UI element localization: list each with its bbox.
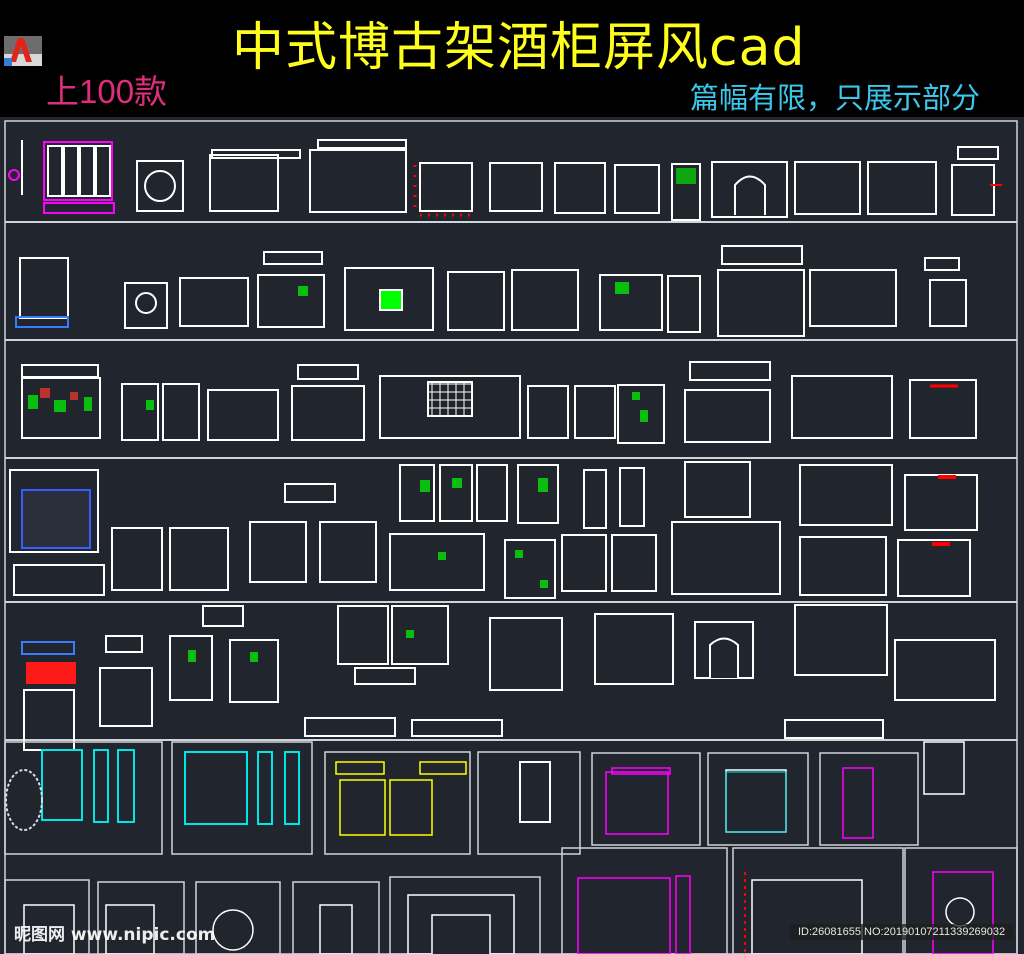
subtitle-note: 篇幅有限，只展示部分 [690, 81, 981, 115]
autocad-logo-icon [4, 36, 42, 66]
cad-drawing-canvas [0, 117, 1024, 954]
site-watermark: 昵图网 www.nipic.com [14, 925, 216, 945]
row-4-drawings [9, 461, 978, 599]
row-2-drawings [15, 245, 967, 337]
row-6-framed-sheets [4, 741, 919, 855]
row-5-drawings [21, 604, 996, 751]
cad-drawings [4, 120, 1018, 954]
image-id-watermark: ID:26081655 NO:20190107211339269032 [790, 924, 1014, 940]
row-3-drawings [21, 361, 977, 444]
row-1-drawings [8, 139, 1002, 221]
header-banner: 中式博古架酒柜屏风cad 上100款 篇幅有限，只展示部分 [0, 0, 1024, 117]
item-count-label: 上100款 [46, 73, 168, 110]
page-title: 中式博古架酒柜屏风cad [232, 18, 806, 78]
row-7-framed-sheets [4, 847, 1018, 954]
